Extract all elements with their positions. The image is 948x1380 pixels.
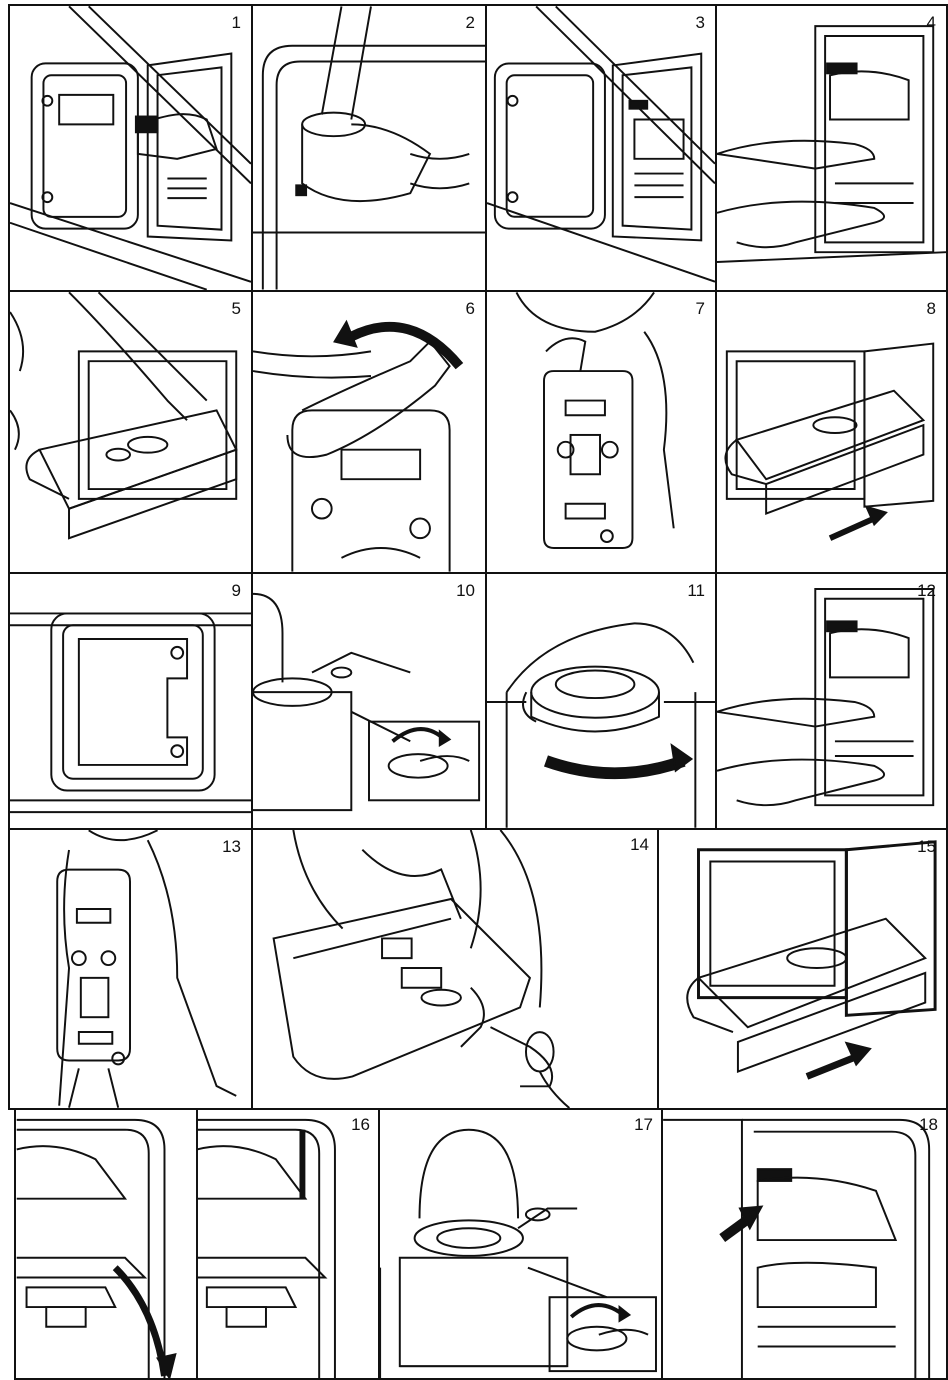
step-panel-5: 5 <box>8 290 253 574</box>
step-number: 16 <box>351 1116 370 1133</box>
step-panel-16: 16 <box>14 1108 380 1380</box>
step-panel-14: 14 <box>251 828 659 1110</box>
insert-cassette-icon <box>717 292 946 572</box>
door-open-icon <box>487 6 715 290</box>
step-panel-13: 13 <box>8 828 253 1110</box>
step-number: 11 <box>687 582 705 599</box>
step-number: 13 <box>222 838 241 855</box>
step-number: 4 <box>927 14 936 31</box>
step-number: 15 <box>917 838 936 855</box>
step-panel-18: 18 <box>661 1108 948 1380</box>
step-panel-6: 6 <box>251 290 487 574</box>
step-number: 2 <box>466 14 475 31</box>
step-number: 17 <box>634 1116 653 1133</box>
latch-release-icon <box>16 1110 378 1378</box>
step-panel-10: 10 <box>251 572 487 830</box>
carrying-cassette-icon <box>10 830 251 1108</box>
step-number: 12 <box>917 582 936 599</box>
hose-filling-tank-icon <box>253 6 485 290</box>
step-number: 6 <box>466 300 475 317</box>
step-panel-1: 1 <box>8 4 253 292</box>
rinse-cassette-icon <box>253 830 657 1108</box>
insert-cassette-icon <box>659 830 946 1108</box>
hands-pulling-cassette-icon <box>717 574 946 828</box>
step-panel-9: 9 <box>8 572 253 830</box>
toilet-valve-rotate-icon <box>253 574 485 828</box>
rotate-cap-icon <box>487 574 715 828</box>
carrying-cassette-icon <box>487 292 715 572</box>
lifting-cassette-icon <box>10 292 251 572</box>
step-panel-12: 12 <box>715 572 948 830</box>
step-panel-7: 7 <box>485 290 717 574</box>
step-number: 5 <box>232 300 241 317</box>
door-open-hand-icon <box>10 6 251 290</box>
step-panel-15: 15 <box>657 828 948 1110</box>
step-panel-17: 17 <box>378 1108 663 1380</box>
step-panel-11: 11 <box>485 572 717 830</box>
step-number: 14 <box>630 836 649 853</box>
step-number: 9 <box>232 582 241 599</box>
step-number: 18 <box>919 1116 938 1133</box>
step-number: 10 <box>456 582 475 599</box>
closed-door-icon <box>10 574 251 828</box>
step-number: 1 <box>232 14 241 31</box>
pouring-bottle-icon <box>253 292 485 572</box>
step-panel-4: 4 <box>715 4 948 292</box>
step-panel-2: 2 <box>251 4 487 292</box>
step-panel-3: 3 <box>485 4 717 292</box>
hands-pulling-cassette-icon <box>717 6 946 290</box>
step-number: 7 <box>696 300 705 317</box>
toilet-valve-rotate-icon <box>380 1110 661 1378</box>
step-panel-8: 8 <box>715 290 948 574</box>
step-number: 8 <box>927 300 936 317</box>
lock-lever-icon <box>663 1110 946 1378</box>
step-number: 3 <box>696 14 705 31</box>
